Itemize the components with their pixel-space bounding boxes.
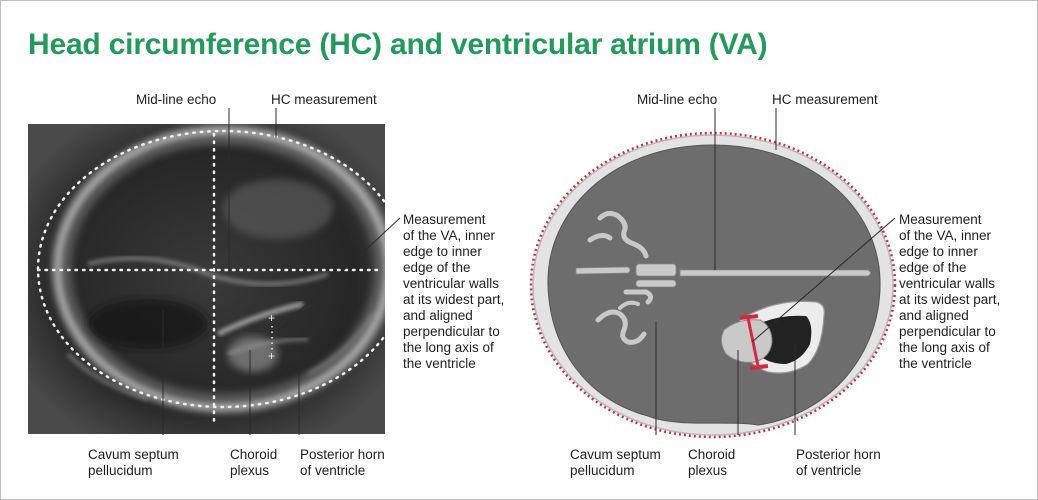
left-label-midline: Mid-line echo	[136, 92, 216, 108]
left-label-posterior: Posterior horn of ventricle	[300, 447, 385, 479]
right-label-posterior: Posterior horn of ventricle	[796, 447, 881, 479]
right-label-hc: HC measurement	[772, 92, 878, 108]
right-label-choroid: Choroid plexus	[688, 447, 735, 479]
right-label-va: Measurement of the VA, inner edge to inn…	[899, 212, 1000, 372]
left-label-cavum: Cavum septum pellucidum	[88, 447, 179, 479]
right-label-midline: Mid-line echo	[637, 92, 717, 108]
left-label-hc: HC measurement	[271, 92, 377, 108]
left-label-va: Measurement of the VA, inner edge to inn…	[403, 212, 504, 372]
left-label-choroid: Choroid plexus	[230, 447, 277, 479]
right-label-cavum: Cavum septum pellucidum	[570, 447, 661, 479]
